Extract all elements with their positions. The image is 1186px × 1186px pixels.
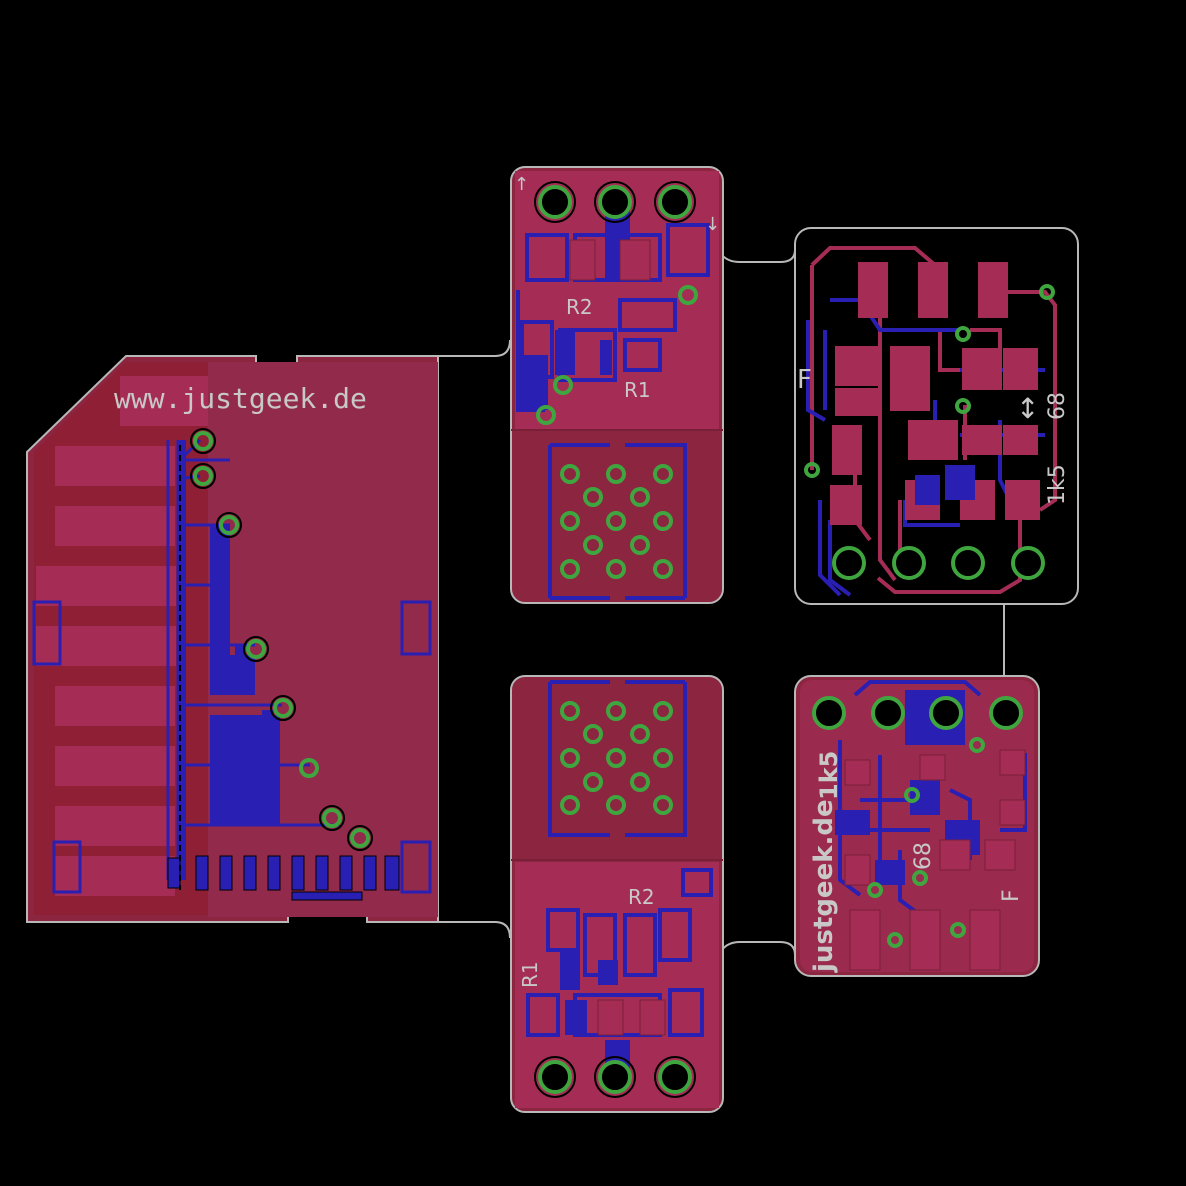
bottom-right-board: justgeek.de 1k5 68 F xyxy=(794,675,1040,977)
label-1k5-bottom-right: 1k5 xyxy=(815,751,843,800)
label-68-top-right: 68 xyxy=(1045,392,1070,420)
panel-bridges xyxy=(438,249,1005,956)
label-r1-top: R1 xyxy=(624,378,651,402)
website-label: www.justgeek.de xyxy=(114,382,367,415)
sd-card-board: www.justgeek.de xyxy=(26,355,439,923)
label-justgeek-bottom-right: justgeek.de xyxy=(809,799,839,973)
label-f-bottom-right: F xyxy=(999,889,1024,902)
updown-arrow-icon: ↕ xyxy=(1016,392,1039,425)
top-right-board: F 68 1k5 ↕ xyxy=(794,227,1079,605)
label-1k5-top-right: 1k5 xyxy=(1045,464,1070,505)
label-r1-bottom: R1 xyxy=(518,961,542,988)
label-r2-top: R2 xyxy=(566,295,593,319)
arrow-down-icon: ↓ xyxy=(705,214,720,235)
label-68-bottom-right: 68 xyxy=(911,842,936,870)
bottom-middle-board: R2 R1 xyxy=(510,675,724,1113)
label-r2-bottom: R2 xyxy=(628,885,655,909)
arrow-up-icon: ↑ xyxy=(514,174,529,195)
top-middle-board: R2 R1 ↑ ↓ xyxy=(510,166,724,604)
label-f-top-right: F xyxy=(797,365,812,395)
